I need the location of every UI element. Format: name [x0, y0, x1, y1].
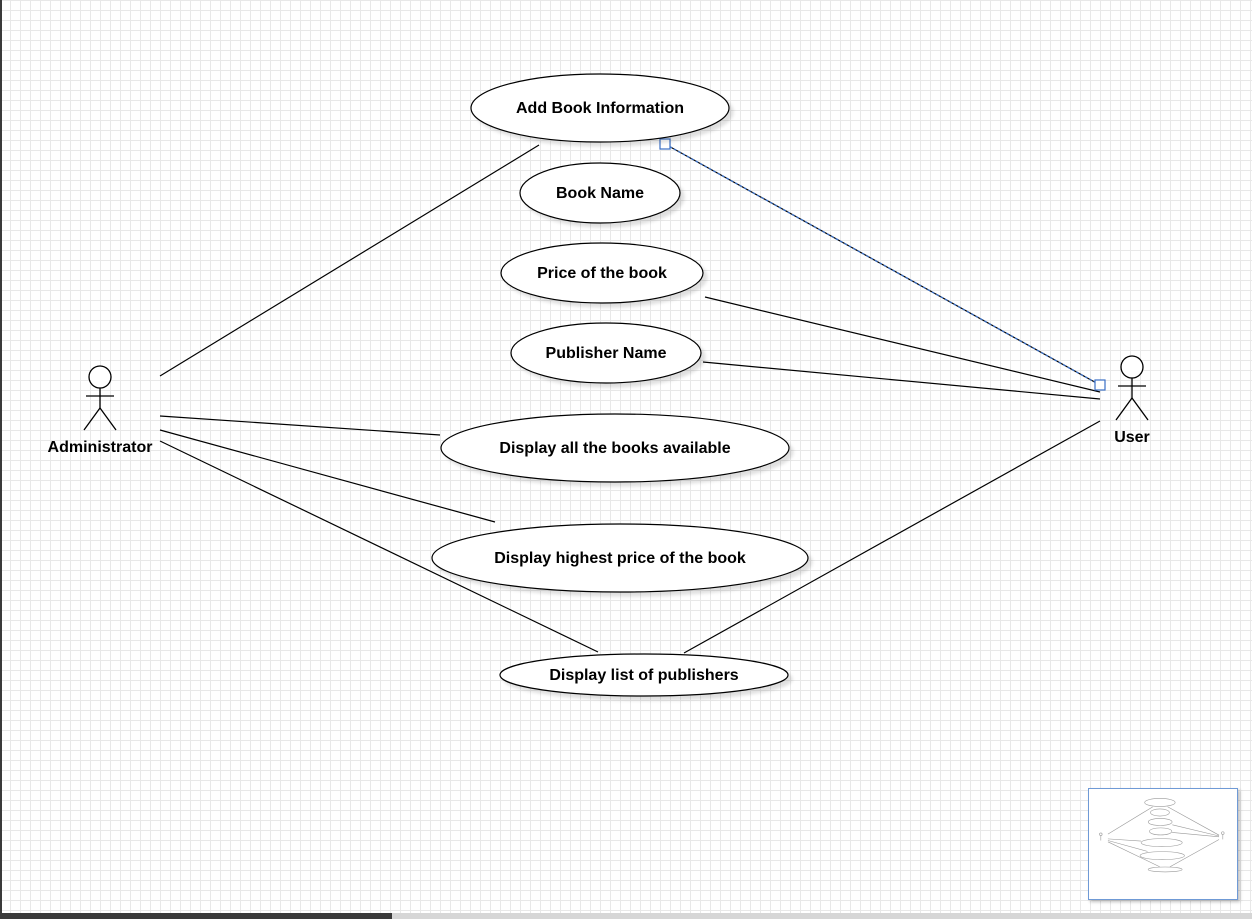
assoc-admin-display-all[interactable]	[159, 415, 441, 436]
overview-minimap[interactable]	[1088, 788, 1238, 900]
actor-label: User	[1114, 429, 1150, 446]
use-case-label: Add Book Information	[516, 100, 684, 117]
use-case-label: Display list of publishers	[549, 667, 738, 684]
assoc-admin-add-book[interactable]	[159, 144, 540, 377]
use-case-display-all-books[interactable]: Display all the books available	[440, 413, 790, 483]
use-case-publisher-name[interactable]: Publisher Name	[510, 322, 702, 384]
use-case-label: Display highest price of the book	[494, 550, 746, 567]
use-case-label: Book Name	[556, 185, 644, 202]
use-case-book-name[interactable]: Book Name	[519, 162, 681, 224]
horizontal-scrollbar[interactable]	[0, 913, 1252, 919]
assoc-user-publisher[interactable]	[702, 361, 1101, 400]
actor-label: Administrator	[48, 439, 153, 456]
assoc-admin-display-publishers[interactable]	[159, 440, 599, 653]
canvas-left-border	[0, 0, 2, 919]
use-case-price-of-the-book[interactable]: Price of the book	[500, 242, 704, 304]
use-case-label: Price of the book	[537, 265, 667, 282]
actor-administrator[interactable]: Administrator	[48, 365, 153, 456]
assoc-user-price[interactable]	[704, 296, 1101, 393]
edge-handle-start[interactable]	[659, 138, 671, 150]
edge-handle-end[interactable]	[1094, 379, 1106, 391]
use-case-add-book-information[interactable]: Add Book Information	[470, 73, 730, 143]
assoc-admin-display-highest[interactable]	[159, 429, 496, 523]
use-case-label: Display all the books available	[499, 440, 730, 457]
assoc-user-display-publishers[interactable]	[683, 420, 1101, 654]
use-case-label: Publisher Name	[546, 345, 667, 362]
minimap-preview	[1099, 798, 1225, 873]
selected-association[interactable]	[659, 138, 1106, 391]
stick-figure-icon	[1115, 355, 1149, 421]
associations	[159, 144, 1101, 654]
scrollbar-thumb[interactable]	[0, 913, 392, 919]
use-case-display-list-of-publishers[interactable]: Display list of publishers	[499, 653, 789, 697]
stick-figure-icon	[83, 365, 117, 431]
actor-user[interactable]: User	[1114, 355, 1150, 446]
use-case-display-highest-price[interactable]: Display highest price of the book	[431, 523, 809, 593]
